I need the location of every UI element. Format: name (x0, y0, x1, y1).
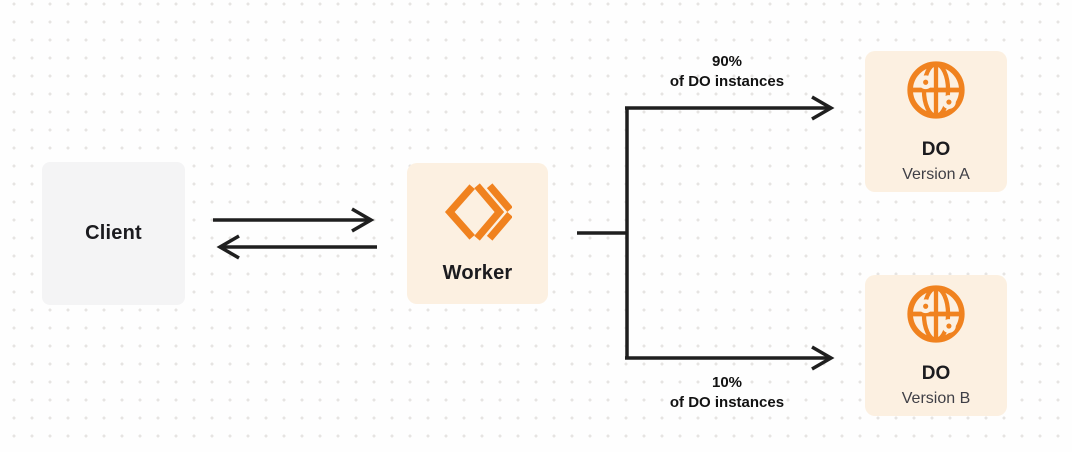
bottom-branch-caption: of DO instances (669, 394, 785, 411)
do-version-b-node: DO Version B (865, 275, 1007, 416)
do-version-a-title: DO (921, 139, 951, 161)
client-node-label: Client (85, 222, 142, 244)
globe-icon (905, 283, 967, 350)
client-node: Client (42, 162, 185, 305)
top-branch-caption: of DO instances (669, 73, 785, 90)
bottom-branch-percent: 10% (711, 374, 743, 391)
do-version-b-title: DO (921, 363, 951, 385)
worker-node: Worker (407, 163, 548, 304)
top-branch-label: 90% of DO instances (627, 52, 827, 92)
globe-icon (905, 59, 967, 126)
cloudflare-workers-icon (444, 182, 513, 246)
top-branch-percent: 90% (711, 53, 743, 70)
bottom-branch-label: 10% of DO instances (627, 373, 827, 413)
do-version-a-node: DO Version A (865, 51, 1007, 192)
worker-node-label: Worker (442, 261, 513, 284)
do-version-b-subtitle: Version B (901, 390, 971, 408)
do-version-a-subtitle: Version A (902, 166, 970, 184)
